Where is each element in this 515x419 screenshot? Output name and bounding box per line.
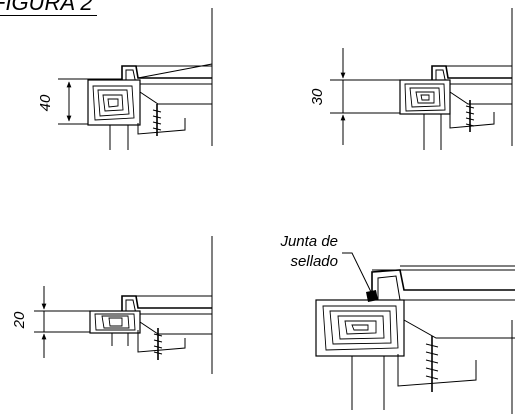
figure-title: FIGURA 2 xyxy=(0,0,97,16)
dimension-label-20: 20 xyxy=(11,311,28,329)
dimension-label-40: 40 xyxy=(37,94,54,111)
dimension-label-30: 30 xyxy=(309,88,326,105)
detail-junta-de-sellado: Junta de sellado xyxy=(279,233,515,414)
detail-30: 30 xyxy=(309,8,513,150)
annotation-label-line1: Junta de xyxy=(279,233,338,250)
detail-20: 20 xyxy=(11,236,213,374)
annotation-label-line2: sellado xyxy=(290,253,338,270)
detail-40: 40 xyxy=(37,8,213,150)
